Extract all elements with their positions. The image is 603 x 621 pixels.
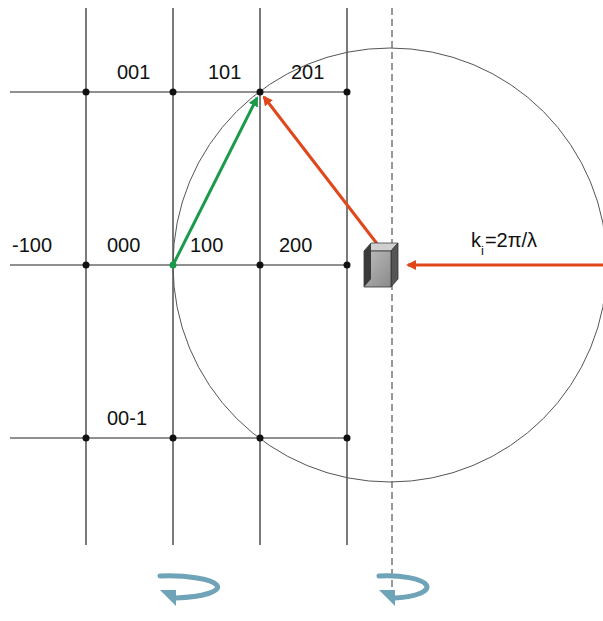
lattice-index: -100	[12, 235, 52, 255]
lattice-index: 200	[279, 235, 312, 255]
ewald-circle	[173, 48, 603, 482]
rotation-axis	[392, 8, 393, 600]
lattice-index: 101	[208, 62, 241, 82]
scattering-vector	[173, 98, 257, 265]
crystal-cube	[364, 243, 398, 287]
wavevector-label: =2π/λ	[485, 230, 537, 250]
lattice-index: 201	[291, 62, 324, 82]
wavevector-label: k	[471, 230, 481, 250]
diffracted-beam	[264, 97, 378, 245]
lattice-index: 001	[117, 62, 150, 82]
lattice-index: 000	[107, 235, 140, 255]
wavevector-subscript: i	[481, 244, 484, 257]
lattice-points	[83, 89, 351, 442]
lattice-index: 00-1	[107, 408, 147, 428]
reciprocal-grid	[10, 8, 347, 545]
rotation-arrowhead	[160, 590, 395, 606]
lattice-index: 100	[190, 235, 223, 255]
incident-beam	[408, 264, 603, 267]
